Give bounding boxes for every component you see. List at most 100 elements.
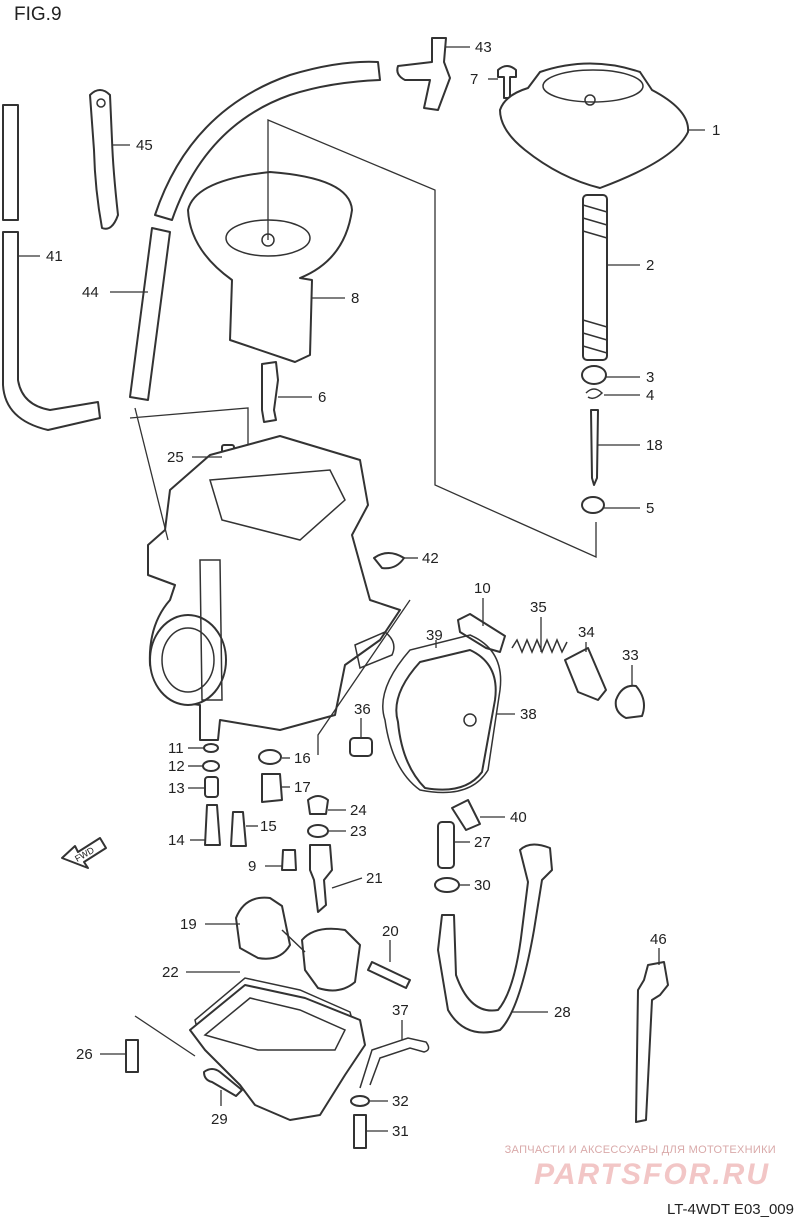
jet-needle-18 xyxy=(590,409,599,486)
float-19b xyxy=(301,927,361,992)
callout-label: 12 xyxy=(168,758,185,775)
body-post xyxy=(199,559,223,701)
parts-layer xyxy=(2,37,690,1149)
hose-44 xyxy=(154,60,381,221)
washer-5 xyxy=(581,496,605,514)
callout-label: 43 xyxy=(475,39,492,56)
pump-cover-38 xyxy=(395,649,497,791)
callout-label: 34 xyxy=(578,624,595,641)
callout-label: 20 xyxy=(382,923,399,940)
body-chamber-flange xyxy=(209,469,346,541)
callout-label: 36 xyxy=(354,701,371,718)
callout-label: 28 xyxy=(554,1004,571,1021)
callout-label: 42 xyxy=(422,550,439,567)
diaphragm-piston-8 xyxy=(187,171,353,363)
callout-2: 2 xyxy=(607,257,654,274)
callout-25: 25 xyxy=(167,449,222,466)
callout-label: 4 xyxy=(646,387,654,404)
callout-label: 6 xyxy=(318,389,326,406)
drain-hose-28 xyxy=(437,843,553,1034)
callout-label: 13 xyxy=(168,780,185,797)
callout-20: 20 xyxy=(382,923,399,962)
callout-label: 14 xyxy=(168,832,185,849)
callout-label: 5 xyxy=(646,500,654,517)
callout-27: 27 xyxy=(454,834,491,851)
t-fitting-43 xyxy=(396,37,451,111)
callout-label: 17 xyxy=(294,779,311,796)
callout-30: 30 xyxy=(459,877,491,894)
callout-3: 3 xyxy=(606,369,654,386)
cap-33 xyxy=(614,684,645,719)
bolt-40 xyxy=(451,799,481,831)
gasket-39 xyxy=(382,634,502,794)
callout-6: 6 xyxy=(278,389,326,406)
pin-20 xyxy=(367,961,411,989)
callout-label: 44 xyxy=(82,284,99,301)
callout-label: 7 xyxy=(470,71,478,88)
callout-label: 19 xyxy=(180,916,197,933)
top-cover-1 xyxy=(499,62,690,189)
screw-26 xyxy=(125,1039,139,1073)
callout-22: 22 xyxy=(162,964,240,981)
callout-label: 2 xyxy=(646,257,654,274)
callout-46: 46 xyxy=(650,931,667,965)
pump-cover-screw-hole xyxy=(463,713,477,727)
washer-30 xyxy=(434,877,460,893)
callout-14: 14 xyxy=(168,832,206,849)
callout-label: 29 xyxy=(211,1111,228,1128)
washer-23 xyxy=(307,824,329,838)
callout-43: 43 xyxy=(446,39,492,56)
callout-39: 39 xyxy=(426,627,443,648)
spring-2 xyxy=(582,194,608,361)
e-clip-4 xyxy=(585,388,604,400)
jet-14 xyxy=(204,804,221,846)
callout-31: 31 xyxy=(366,1123,409,1140)
callout-label: 9 xyxy=(248,858,256,875)
clamp-hole xyxy=(96,98,106,108)
callout-label: 3 xyxy=(646,369,654,386)
callout-24: 24 xyxy=(328,802,367,819)
callout-32: 32 xyxy=(369,1093,409,1110)
callout-8: 8 xyxy=(312,290,359,307)
callout-37: 37 xyxy=(392,1002,409,1040)
washer-16 xyxy=(258,749,282,765)
callout-16: 16 xyxy=(282,750,311,767)
callout-label: 30 xyxy=(474,877,491,894)
callout-label: 21 xyxy=(366,870,383,887)
callout-40: 40 xyxy=(480,809,527,826)
callout-label: 25 xyxy=(167,449,184,466)
callout-13: 13 xyxy=(168,780,205,797)
forward-arrow: FWD xyxy=(61,837,107,869)
callout-18: 18 xyxy=(598,437,663,454)
bracket-37 xyxy=(359,1037,430,1089)
callout-28: 28 xyxy=(512,1004,571,1021)
adjuster-34 xyxy=(564,647,607,701)
callout-1: 1 xyxy=(688,122,720,139)
callout-label: 11 xyxy=(168,740,184,757)
nut-24 xyxy=(307,795,329,815)
callout-7: 7 xyxy=(470,71,498,88)
callout-label: 46 xyxy=(650,931,667,948)
callout-label: 23 xyxy=(350,823,367,840)
jet-15 xyxy=(230,811,247,847)
washer-32 xyxy=(350,1095,370,1107)
hose-44-lower xyxy=(129,227,171,401)
callout-label: 10 xyxy=(474,580,491,597)
screw-7 xyxy=(497,65,517,99)
callout-label: 15 xyxy=(260,818,277,835)
callout-23: 23 xyxy=(328,823,367,840)
callout-label: 27 xyxy=(474,834,491,851)
callout-44: 44 xyxy=(82,284,148,301)
top-cover-dome xyxy=(542,69,644,103)
intake-bore-inner xyxy=(161,627,215,693)
needle-jet-6 xyxy=(261,361,279,423)
hose-clamp-45 xyxy=(89,89,119,230)
callout-15: 15 xyxy=(246,818,277,835)
callout-label: 8 xyxy=(351,290,359,307)
callout-label: 16 xyxy=(294,750,311,767)
body-outlet xyxy=(354,631,395,670)
drain-clamp-46 xyxy=(635,961,669,1123)
callout-label: 40 xyxy=(510,809,527,826)
top-cover-hole xyxy=(584,94,596,106)
